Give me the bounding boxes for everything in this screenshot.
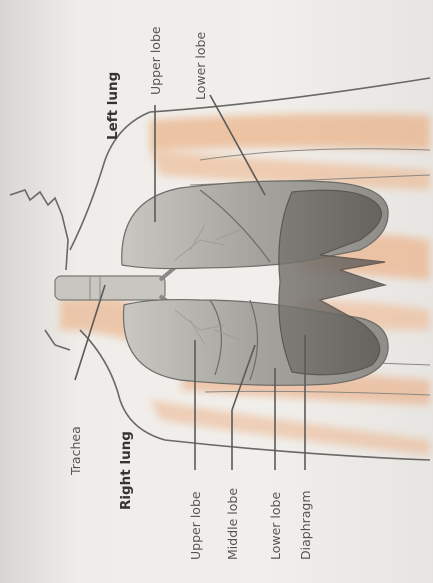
- label-left-lung: Left lung: [105, 72, 121, 140]
- label-right-middle-lobe: Middle lobe: [225, 488, 240, 560]
- diaphragm-shape: [279, 190, 385, 375]
- label-right-upper-lobe: Upper lobe: [188, 491, 203, 560]
- label-diaphragm: Diaphragm: [298, 490, 313, 560]
- label-left-upper-lobe: Upper lobe: [148, 26, 163, 95]
- label-right-lung: Right lung: [118, 431, 134, 510]
- label-right-lower-lobe: Lower lobe: [268, 492, 283, 560]
- label-left-lower-lobe: Lower lobe: [193, 32, 208, 100]
- label-trachea: Trachea: [68, 426, 83, 476]
